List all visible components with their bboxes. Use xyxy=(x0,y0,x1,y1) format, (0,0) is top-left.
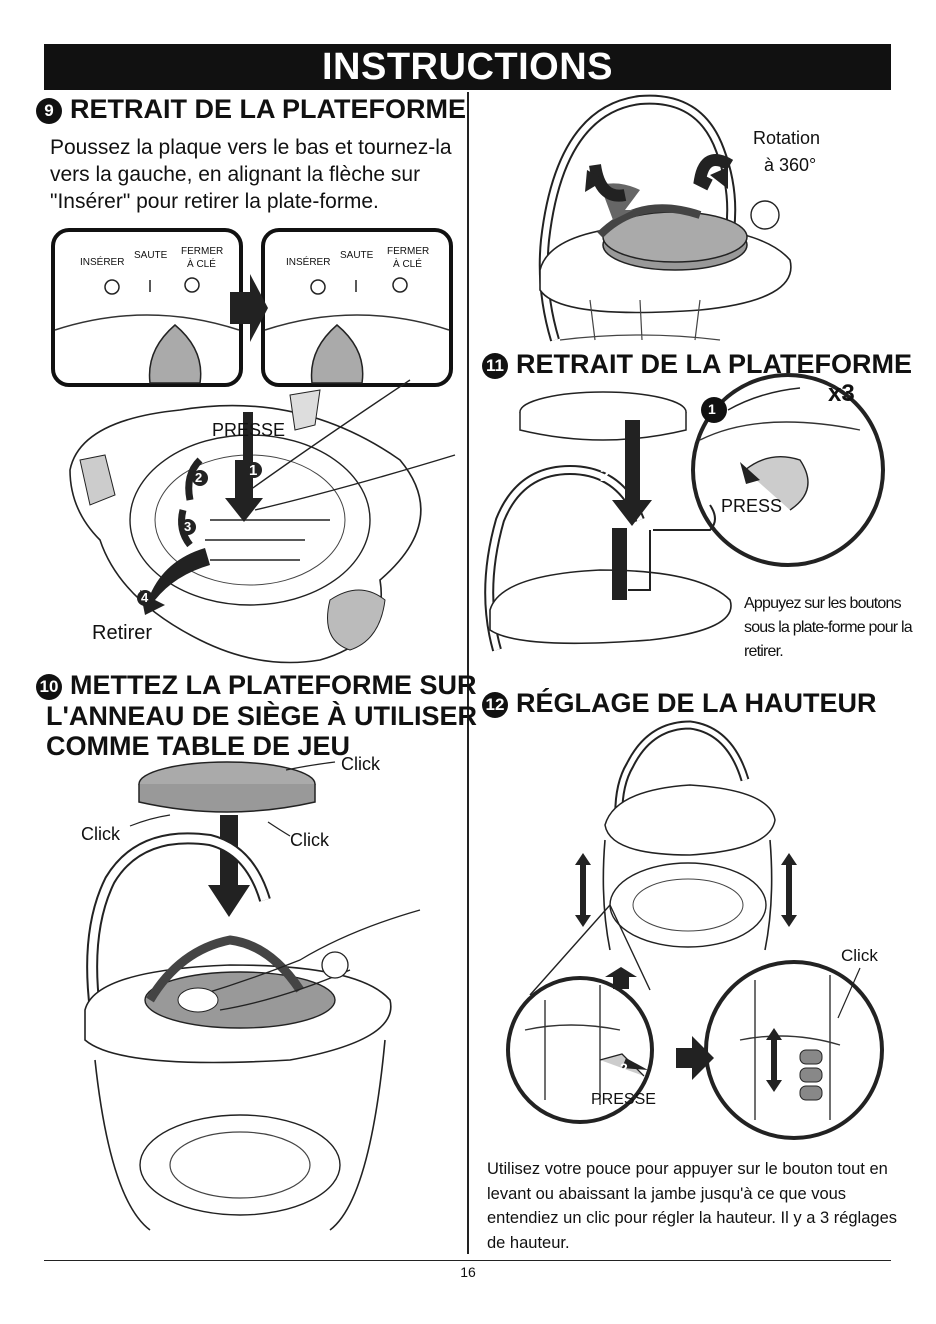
column-divider xyxy=(467,92,469,1254)
dial-label-saute-2: SAUTE xyxy=(340,250,374,261)
footer-rule xyxy=(44,1260,891,1261)
section-11-title: RETRAIT DE LA PLATEFORME xyxy=(516,349,912,379)
section-12-heading: 12 RÉGLAGE DE LA HAUTEUR xyxy=(482,688,877,718)
section-12-title: RÉGLAGE DE LA HAUTEUR xyxy=(516,688,877,718)
dial-label-saute-1: SAUTE xyxy=(134,250,168,261)
dial-label-a-cle-2: À CLÉ xyxy=(393,259,422,270)
section-10-number: 10 xyxy=(36,674,62,700)
step-3-number: 3 xyxy=(184,519,192,534)
section-9-number: 9 xyxy=(36,98,62,124)
section-10-title-line3: COMME TABLE DE JEU xyxy=(46,731,351,761)
section-11-multiplier: x3 xyxy=(828,380,855,407)
press-label-9: PRESSE xyxy=(212,420,286,440)
section-9-title: RETRAIT DE LA PLATEFORME xyxy=(70,94,466,124)
section-10-heading-line1: 10 METTEZ LA PLATEFORME SUR xyxy=(36,670,476,700)
step-2-number: 2 xyxy=(195,470,203,485)
page-number: 16 xyxy=(460,1264,476,1280)
section-10-title-line1: METTEZ LA PLATEFORME SUR xyxy=(70,670,477,700)
click-label-left: Click xyxy=(81,824,120,844)
section-11-heading: 11 RETRAIT DE LA PLATEFORME xyxy=(482,349,912,379)
dial-label-inserer-2: INSÉRER xyxy=(286,257,331,268)
section-12-step-1: 1 xyxy=(614,990,622,1006)
dial-label-fermer-2: FERMER xyxy=(387,246,430,257)
rotation-label-line1: Rotation xyxy=(753,128,821,148)
section-12-step-2: 2 xyxy=(620,1060,628,1076)
page-title-banner: INSTRUCTIONS xyxy=(44,44,891,90)
section-11-press-label: PRESS xyxy=(721,496,783,516)
remove-label: Retirer xyxy=(92,622,153,644)
click-label-top: Click xyxy=(341,754,380,774)
dial-label-a-cle-1: À CLÉ xyxy=(187,259,216,270)
click-label-right: Click xyxy=(290,830,329,850)
section-11-number: 11 xyxy=(482,353,508,379)
dial-label-fermer-1: FERMER xyxy=(181,246,224,257)
section-12-instructions: Utilisez votre pouce pour appuyer sur le… xyxy=(487,1160,898,1252)
step-1-number: 1 xyxy=(249,462,258,479)
section-9-instructions: Poussez la plaque vers le bas et tournez… xyxy=(50,136,452,213)
section-11-note: Appuyez sur les boutons sous la plate-fo… xyxy=(744,595,913,660)
step-4-number: 4 xyxy=(141,590,149,605)
section-11-arrow-number: 2 xyxy=(600,465,611,485)
section-12-click-label: Click xyxy=(841,946,878,965)
rotation-label-line2: à 360° xyxy=(764,155,817,175)
section-12-number: 12 xyxy=(482,692,508,718)
section-12-press-label: PRESSE xyxy=(591,1091,656,1108)
dial-label-inserer-1: INSÉRER xyxy=(80,257,125,268)
section-11-callout-number: 1 xyxy=(708,401,716,417)
section-9-heading: 9 RETRAIT DE LA PLATEFORME xyxy=(36,94,466,124)
section-10-title-line2: L'ANNEAU DE SIÈGE À UTILISER xyxy=(46,701,477,731)
